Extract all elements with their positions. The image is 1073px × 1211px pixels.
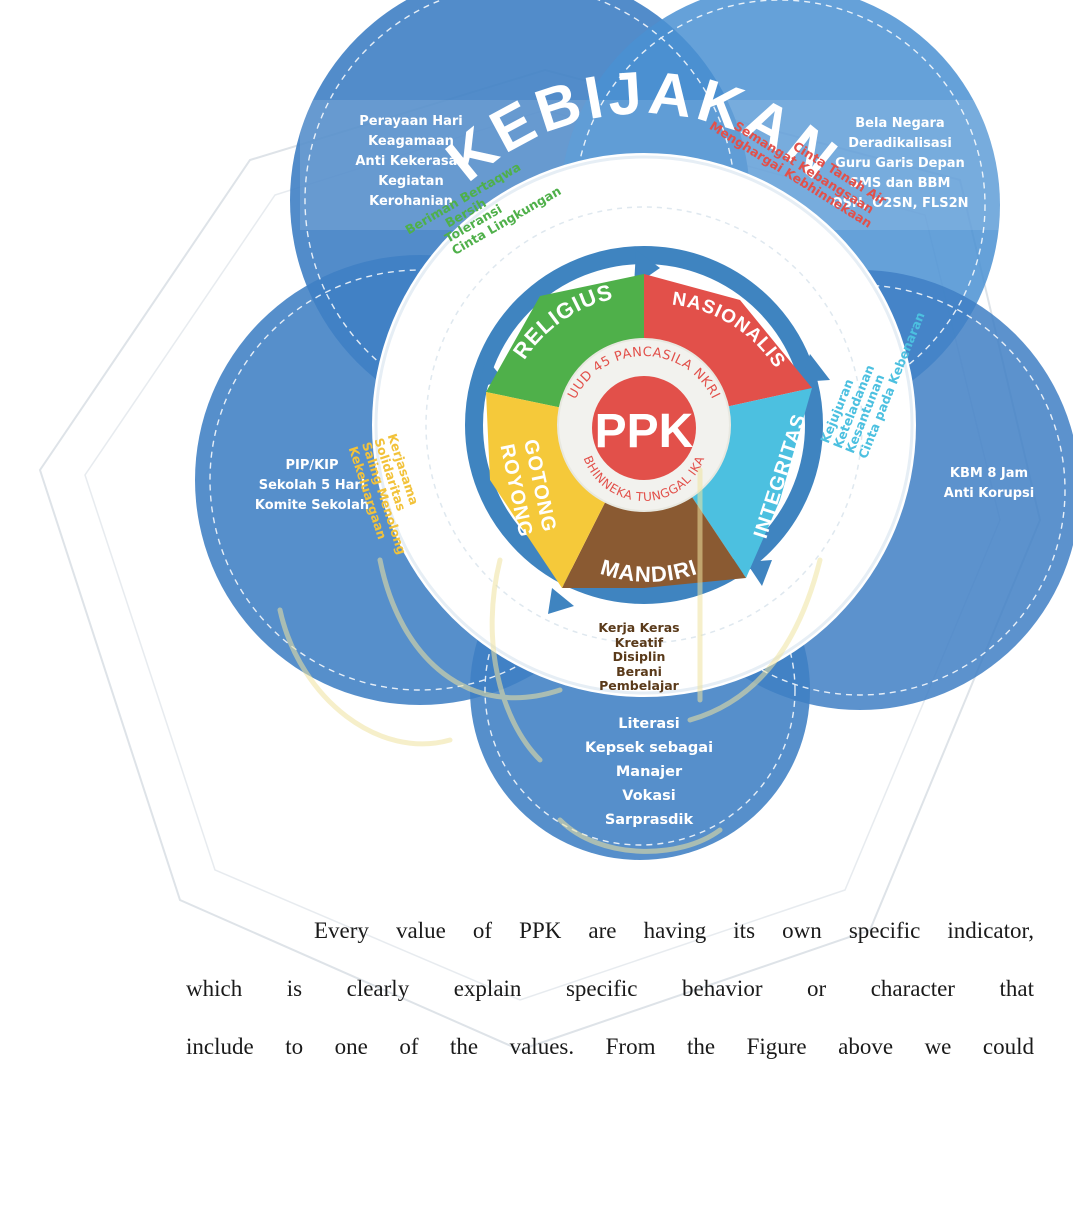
body-line: include to one of the values. From the F… xyxy=(186,1034,1034,1059)
body-line: which is clearly explain specific behavi… xyxy=(186,976,1034,1001)
policy-item: OSN, O2SN, FLS2N xyxy=(831,196,969,211)
policy-item: Perayaan Hari xyxy=(359,114,463,129)
policy-right: KBM 8 Jam Anti Korupsi xyxy=(936,464,1042,504)
policy-item: PIP/KIP xyxy=(285,458,339,473)
white-disc-inner-tint xyxy=(374,155,914,695)
indicators-mandiri: Kerja Keras Kreatif Disiplin Berani Pemb… xyxy=(586,620,692,694)
policy-item: Vokasi xyxy=(622,788,676,804)
indicator-item: Disiplin xyxy=(612,649,666,664)
policy-item: SMS dan BBM xyxy=(849,176,951,191)
policy-item: Keagamaan xyxy=(368,134,454,149)
indicator-item: Berani xyxy=(616,663,662,679)
policy-item: Anti Kekerasan xyxy=(355,154,467,169)
policy-item: KBM 8 Jam xyxy=(949,466,1029,481)
policy-item: Sarprasdik xyxy=(604,812,694,828)
body-paragraph: Every value of PPK are having its own sp… xyxy=(186,902,1034,1076)
policy-bottom: Literasi Kepsek sebagai Manajer Vokasi S… xyxy=(574,712,724,832)
indicator-item: Kerja Keras xyxy=(598,620,680,635)
policy-item: Komite Sekolah xyxy=(254,498,370,513)
policy-item: Anti Korupsi xyxy=(943,486,1035,501)
center-disc xyxy=(592,376,696,480)
policy-item: Manajer xyxy=(615,764,683,780)
policy-top-right: Bela Negara Deradikalisasi Guru Garis De… xyxy=(820,114,980,214)
policy-item: Sekolah 5 Hari xyxy=(258,478,366,493)
policy-item: Kerohanian xyxy=(369,194,453,209)
policy-top-left: Perayaan Hari Keagamaan Anti Kekerasan K… xyxy=(348,112,474,212)
indicator-item: Pembelajar xyxy=(599,678,679,693)
indicator-item: Kreatif xyxy=(614,634,664,650)
center-label: PPK xyxy=(595,405,694,458)
policy-item: Kepsek sebagai xyxy=(584,740,714,756)
policy-item: Bela Negara xyxy=(855,116,945,131)
arrow-ring xyxy=(465,246,823,604)
policy-item: Literasi xyxy=(618,716,680,732)
policy-item: Deradikalisasi xyxy=(848,136,952,151)
watermark-heptagon xyxy=(38,68,1042,1052)
policy-item: Guru Garis Depan xyxy=(835,156,965,171)
watermark-logo xyxy=(277,467,823,854)
body-line: Every value of PPK are having its own sp… xyxy=(314,918,1034,943)
policy-left: PIP/KIP Sekolah 5 Hari Komite Sekolah xyxy=(244,456,380,516)
policy-item: Kegiatan xyxy=(378,174,444,189)
